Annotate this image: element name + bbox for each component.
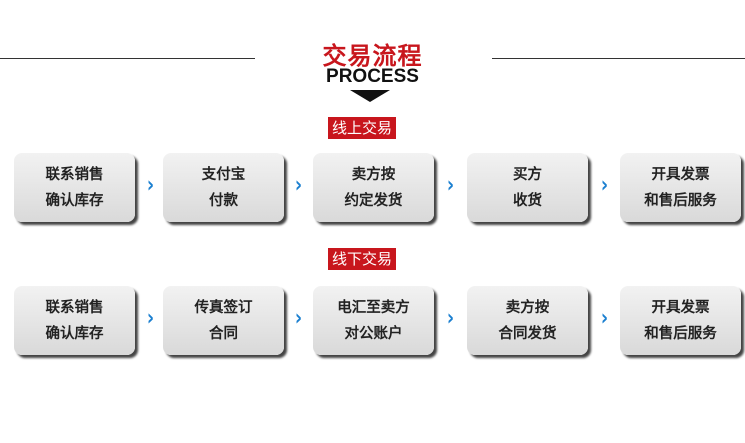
offline-step: 联系销售确认库存 xyxy=(14,286,135,355)
step-text: 确认库存 xyxy=(45,192,104,209)
chevron-right-icon: › xyxy=(294,173,303,198)
step-text: 买方 xyxy=(513,166,542,183)
step-text: 联系销售 xyxy=(45,166,104,183)
step-text: 和售后服务 xyxy=(644,192,717,209)
step-text: 确认库存 xyxy=(45,325,104,342)
step-text: 合同发货 xyxy=(498,325,557,342)
offline-step: 开具发票和售后服务 xyxy=(620,286,741,355)
offline-step: 传真签订合同 xyxy=(163,286,284,355)
offline-label: 线下交易 xyxy=(328,248,397,270)
page-subtitle: PROCESS xyxy=(326,66,419,87)
step-text: 电汇至卖方 xyxy=(337,299,410,316)
chevron-right-icon: › xyxy=(600,306,609,331)
step-text: 传真签订 xyxy=(194,299,253,316)
online-step: 联系销售确认库存 xyxy=(14,153,135,222)
chevron-right-icon: › xyxy=(446,306,455,331)
step-text: 支付宝 xyxy=(201,166,246,183)
down-arrow-icon xyxy=(350,90,390,102)
chevron-right-icon: › xyxy=(294,306,303,331)
step-text: 约定发货 xyxy=(344,192,403,209)
online-step: 卖方按约定发货 xyxy=(313,153,434,222)
divider-right xyxy=(492,58,745,59)
step-text: 开具发票 xyxy=(651,299,710,316)
online-step: 支付宝付款 xyxy=(163,153,284,222)
chevron-right-icon: › xyxy=(146,306,155,331)
step-text: 和售后服务 xyxy=(644,325,717,342)
online-label: 线上交易 xyxy=(328,117,397,139)
offline-step: 电汇至卖方对公账户 xyxy=(313,286,434,355)
chevron-right-icon: › xyxy=(600,173,609,198)
step-text: 付款 xyxy=(209,192,238,209)
chevron-right-icon: › xyxy=(146,173,155,198)
step-text: 开具发票 xyxy=(651,166,710,183)
page-title: 交易流程 xyxy=(322,42,423,70)
step-text: 合同 xyxy=(209,325,238,342)
divider-left xyxy=(0,58,255,59)
offline-step: 卖方按合同发货 xyxy=(467,286,588,355)
step-text: 联系销售 xyxy=(45,299,104,316)
step-text: 收货 xyxy=(513,192,542,209)
chevron-right-icon: › xyxy=(446,173,455,198)
online-step: 买方收货 xyxy=(467,153,588,222)
step-text: 卖方按 xyxy=(351,166,396,183)
online-step: 开具发票和售后服务 xyxy=(620,153,741,222)
step-text: 卖方按 xyxy=(505,299,550,316)
step-text: 对公账户 xyxy=(344,325,403,342)
